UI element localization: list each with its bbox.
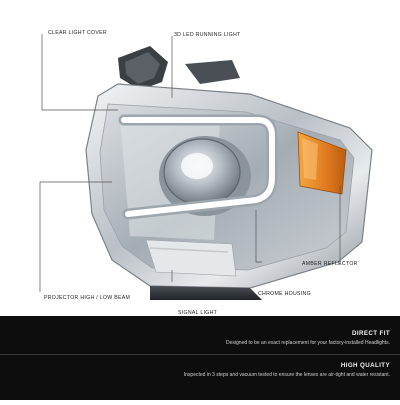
amber-reflector — [297, 131, 347, 195]
feature-text-direct-fit: Designed to be an exact replacement for … — [226, 340, 390, 346]
mounting-bracket — [118, 46, 240, 90]
callout-amber-reflector: AMBER REFLECTOR — [302, 261, 358, 267]
footer-divider — [0, 354, 400, 355]
led-light-bar — [118, 114, 278, 220]
callout-clear-light-cover: CLEAR LIGHT COVER — [48, 30, 107, 36]
callout-led-running-light: 3D LED RUNNING LIGHT — [174, 32, 241, 38]
feature-footer: DIRECT FIT Designed to be an exact repla… — [0, 316, 400, 400]
callout-chrome-housing: CHROME HOUSING — [258, 291, 311, 297]
signal-light — [145, 239, 237, 277]
feature-text-high-quality: Inspected in 3 steps and vacuum tested t… — [183, 372, 390, 378]
feature-title-high-quality: HIGH QUALITY — [340, 362, 390, 369]
callout-signal-light: SIGNAL LIGHT — [178, 310, 218, 316]
callout-projector-beam: PROJECTOR HIGH / LOW BEAM — [44, 295, 131, 301]
housing-back — [150, 286, 262, 300]
feature-title-direct-fit: DIRECT FIT — [351, 330, 390, 337]
callout-lines — [39, 34, 341, 292]
projector-lens — [159, 136, 251, 216]
